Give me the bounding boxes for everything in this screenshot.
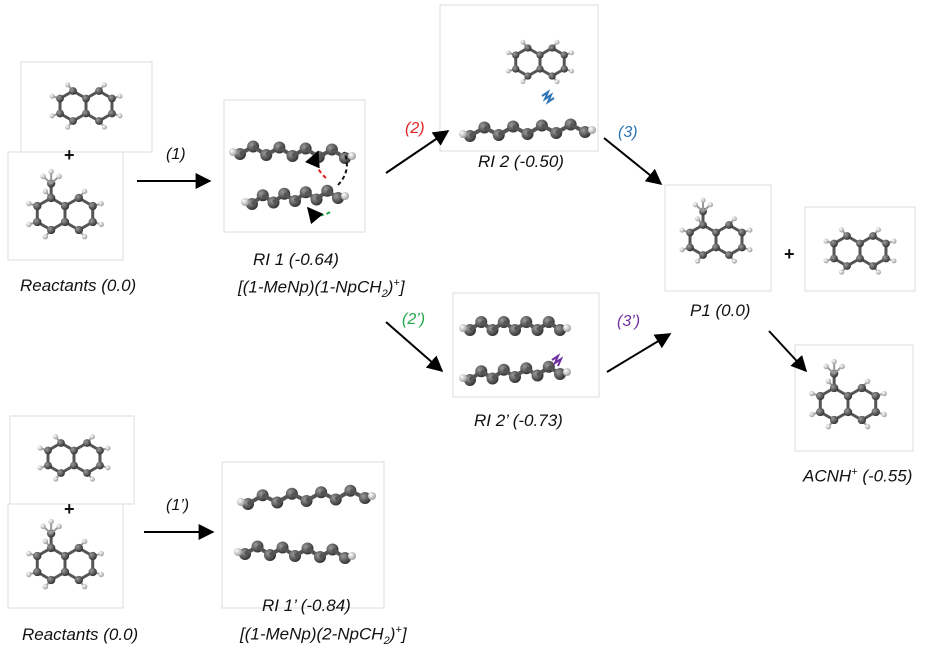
step-label-3p: (3’) (617, 313, 641, 330)
arrow-step-3p (606, 333, 672, 373)
ri1-upper-layer-mol (229, 140, 356, 164)
label-ri1p-formula: [(1-MeNp)(2-NpCH2)+] (240, 624, 407, 648)
label-ri1p: RI 1’ (-0.84) (262, 596, 351, 615)
plus-products: + (784, 244, 795, 264)
reactant2-top-frame (9, 415, 135, 505)
step-label-3: (3) (618, 124, 638, 141)
ri2p-lower-layer-mol (459, 360, 571, 386)
label-reactants-top: Reactants (0.0) (20, 276, 137, 295)
product-naphthalene-mol (823, 227, 897, 275)
ri2p-bond-break-mark (551, 353, 564, 367)
label-reactants-bottom: Reactants (0.0) (22, 625, 139, 644)
arrow-p1-to-acnh (768, 330, 808, 373)
plus-reactants-top: + (64, 145, 75, 165)
ri1p-frame (221, 461, 385, 609)
ri1p-lower-layer-mol (234, 540, 356, 564)
ri2p-upper-layer-mol (459, 316, 571, 336)
label-ri2: RI 2 (-0.50) (478, 152, 564, 171)
ri2p-frame (452, 292, 600, 398)
reactant2-bottom-methylnaphthalene-mol (26, 518, 104, 590)
ri2-frame (439, 4, 599, 152)
ri2-upright-naphthalene-mol (505, 39, 575, 85)
ri2-bond-break-mark (541, 89, 555, 105)
ri1-lower-layer-mol (241, 184, 349, 210)
reactant-top-naphthalene-mol (49, 82, 123, 130)
arrow-step-3 (603, 137, 663, 186)
naphthalene-frame (804, 206, 916, 292)
p1-frame (664, 184, 772, 292)
step-label-2: (2) (405, 120, 425, 137)
reactant-bottom-methylnaphthalene-mol (26, 168, 104, 240)
step-label-1p: (1’) (166, 497, 190, 514)
p1-acenaphthylene-mol (679, 197, 753, 264)
arrow-step-2 (385, 130, 450, 174)
acnh-mol (809, 358, 887, 430)
label-ri2p: RI 2’ (-0.73) (474, 411, 563, 430)
step-label-1: (1) (166, 146, 186, 163)
reactant2-bottom-frame (7, 503, 124, 609)
ri1p-upper-layer-mol (237, 484, 376, 510)
label-ri1: RI 1 (-0.64) (253, 250, 339, 269)
label-ri1-formula: [(1-MeNp)(1-NpCH2)+] (238, 277, 405, 301)
ri1-migration-arrows (304, 150, 348, 225)
label-acnh: ACNH+ (-0.55) (803, 466, 913, 486)
reactant-bottom-frame (7, 151, 124, 261)
ri2-base-layer-mol (459, 118, 596, 142)
arrow-step-2p (385, 321, 444, 373)
ri1-frame (223, 99, 366, 233)
reactant2-top-naphthalene-mol (37, 434, 111, 482)
step-label-2p: (2’) (402, 311, 426, 328)
label-p1: P1 (0.0) (690, 301, 751, 320)
plus-reactants-bottom: + (64, 499, 75, 519)
acnh-frame (794, 344, 914, 452)
